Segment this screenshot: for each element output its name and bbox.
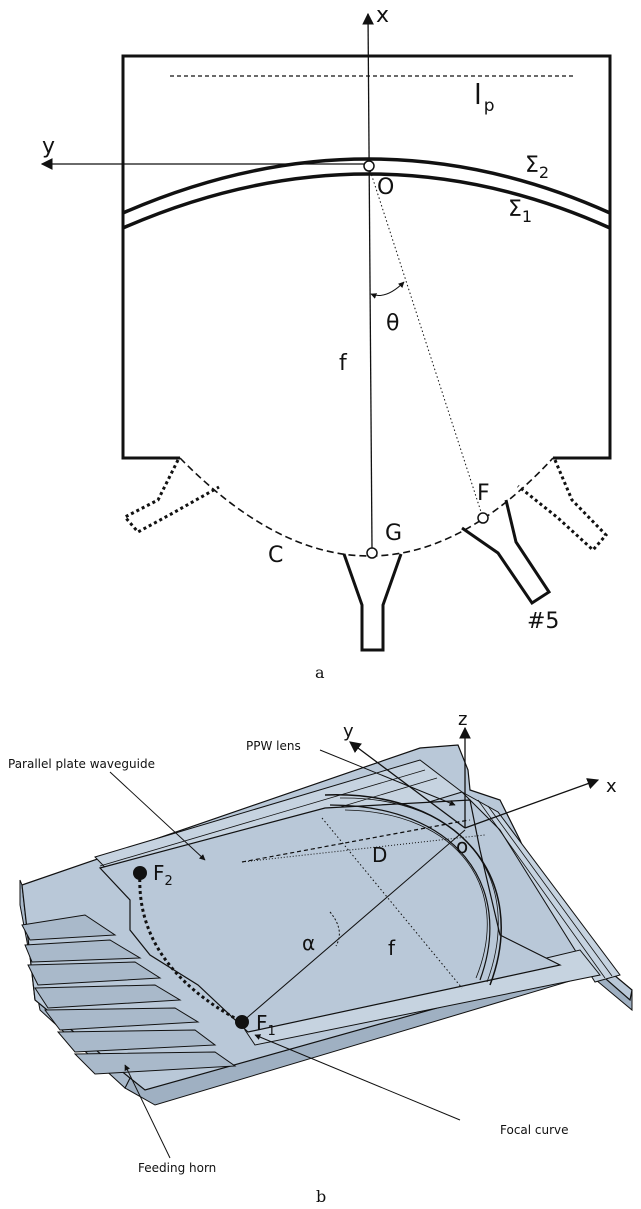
caption-a: a [315,663,325,682]
origin-point-O [363,160,375,172]
focal-length-label: f [339,351,348,376]
feeding-horns [21,914,237,1075]
feed-5 [461,499,552,606]
x-axis-label: x [376,3,389,28]
point-F1 [235,1015,249,1029]
lens-box-outline [121,54,612,460]
axis-line-alpha [241,819,469,863]
x-axis [362,12,374,549]
point-F2 [133,866,147,880]
ghost-feed-right [517,459,609,553]
waveguide-region [98,799,562,1033]
panel-b: PPW lens Parallel plate waveguide y z x … [8,709,633,1206]
origin-label: O [377,175,394,200]
b-x-axis [464,778,600,829]
feeding-horn-leader [124,1064,171,1159]
ppw-lens-leader [319,749,456,806]
ppw-lens-label: PPW lens [246,739,301,753]
b-y-label: y [343,721,354,742]
theta-label: θ [386,311,399,336]
b-y-axis [349,741,466,829]
point-G-label: G [385,521,402,546]
point-F-label: F [477,481,490,506]
waveguide-leader [109,771,206,861]
focal-curve-label: Focal curve [500,1123,569,1137]
port-5-label: #5 [527,609,559,634]
curve-C-label: C [268,543,283,568]
point-G [366,547,378,559]
focal-curve [138,872,243,1024]
b-x-label: x [606,776,617,797]
F2-label: F2 [153,861,173,889]
focal-line [241,829,466,1023]
sigma2-label: Σ2 [525,153,549,182]
ghost-feed-left [122,459,220,534]
ray-to-F [368,166,484,519]
caption-b: b [316,1187,326,1206]
feed-G [342,553,403,652]
origin-o-label: o [456,834,468,858]
focal-curve-C [179,457,554,557]
alpha-label: α [302,931,315,955]
b-z-label: z [458,709,467,730]
diameter-label: D [372,843,387,867]
focal-curve-leader [254,1034,461,1121]
waveguide-label: Parallel plate waveguide [8,757,155,771]
point-F [477,512,489,524]
feeding-horn-label: Feeding horn [138,1161,216,1175]
sigma1-surface [122,172,611,230]
sigma2-surface [122,157,611,215]
theta-arc [370,281,405,299]
y-axis-label: y [42,134,55,159]
right-rail [461,791,621,983]
ppw-lens-inner [329,804,491,981]
sigma1-label: Σ1 [508,197,532,226]
b-focal-label: f [388,936,396,960]
F1-label: F1 [256,1011,276,1039]
